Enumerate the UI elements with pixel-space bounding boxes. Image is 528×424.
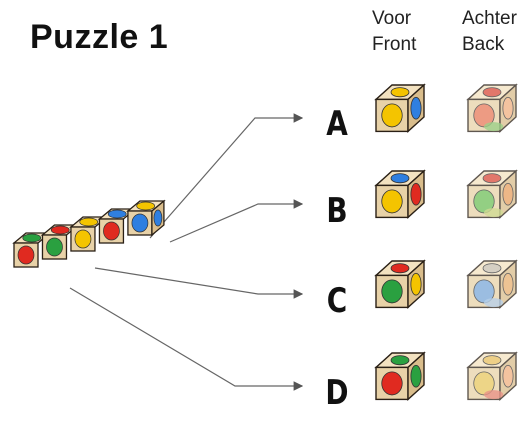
cube-back-c <box>466 259 518 309</box>
connector-lines <box>69 113 304 391</box>
column-header-back: Achter Back <box>462 6 517 58</box>
cube-back-d <box>466 351 518 401</box>
stick-cube-1 <box>12 232 52 268</box>
option-label-a[interactable]: A <box>326 104 348 144</box>
option-label-c[interactable]: C <box>326 281 348 321</box>
option-label-d[interactable]: D <box>325 373 349 413</box>
option-label-b[interactable]: B <box>326 191 348 231</box>
connector-line-c <box>94 267 304 299</box>
connector-line-a <box>149 113 304 239</box>
connector-line-b <box>169 199 304 243</box>
cube-front-a <box>374 83 426 133</box>
column-back-dutch: Achter <box>462 8 517 29</box>
puzzle-title: Puzzle 1 <box>30 18 169 56</box>
cube-back-a <box>466 83 518 133</box>
column-front-english: Front <box>372 34 417 55</box>
cube-front-c <box>374 259 426 309</box>
stick-cube-3 <box>69 216 109 252</box>
cube-front-d <box>374 351 426 401</box>
column-back-english: Back <box>462 34 505 55</box>
connector-line-d <box>69 287 304 391</box>
cube-back-b <box>466 169 518 219</box>
column-front-dutch: Voor <box>372 8 412 29</box>
column-header-front: Voor Front <box>372 6 416 58</box>
cube-stick <box>12 199 166 268</box>
option-cubes <box>374 83 518 401</box>
cube-front-b <box>374 169 426 219</box>
stick-cube-5 <box>126 199 166 237</box>
